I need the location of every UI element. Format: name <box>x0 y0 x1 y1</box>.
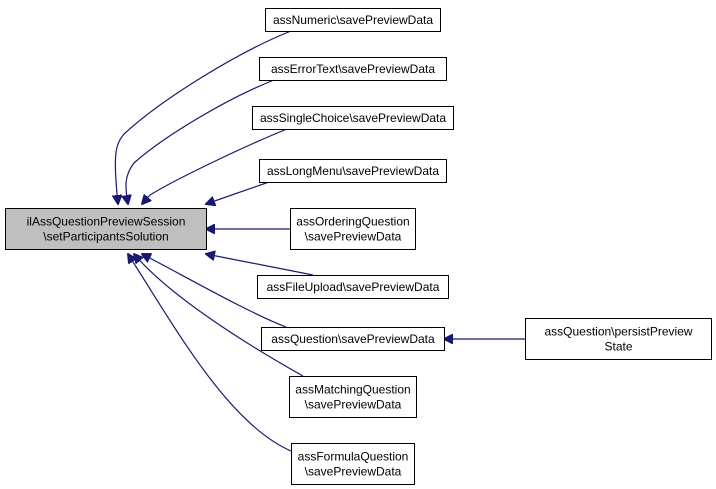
node-box <box>290 208 416 250</box>
node-box <box>261 327 445 351</box>
node-box <box>5 208 207 250</box>
node-label-line: assQuestion\persistPreview <box>544 325 692 339</box>
node-label-line: \savePreviewData <box>305 230 402 244</box>
edge-singlechoice-to-root <box>142 128 288 204</box>
node-label-line: assFileUpload\savePreviewData <box>267 280 440 294</box>
node-box <box>265 8 441 32</box>
node-box <box>289 376 417 418</box>
node-fileupload[interactable]: assFileUpload\savePreviewData <box>257 275 449 299</box>
edge-numeric-to-root <box>115 30 292 204</box>
node-label-line: assSingleChoice\savePreviewData <box>260 111 446 125</box>
node-box <box>257 275 449 299</box>
node-box <box>259 159 447 183</box>
node-box <box>291 443 415 485</box>
edge-errortext-to-root <box>126 79 275 204</box>
node-matching[interactable]: assMatchingQuestion\savePreviewData <box>289 376 417 418</box>
node-label-line: assNumeric\savePreviewData <box>273 13 433 27</box>
node-label-line: State <box>604 340 632 354</box>
node-longmenu[interactable]: assLongMenu\savePreviewData <box>259 159 447 183</box>
node-label-line: assOrderingQuestion <box>296 215 409 229</box>
node-label-line: ilAssQuestionPreviewSession <box>27 215 186 229</box>
node-ordering[interactable]: assOrderingQuestion\savePreviewData <box>290 208 416 250</box>
edge-longmenu-to-root <box>206 181 270 204</box>
node-singlechoice[interactable]: assSingleChoice\savePreviewData <box>252 106 454 130</box>
edge-question-to-root <box>142 254 287 328</box>
node-label-line: assQuestion\savePreviewData <box>271 332 435 346</box>
node-label-line: assLongMenu\savePreviewData <box>267 164 439 178</box>
node-label-line: assMatchingQuestion <box>295 383 410 397</box>
node-numeric[interactable]: assNumeric\savePreviewData <box>265 8 441 32</box>
edge-formula-to-root <box>128 254 292 452</box>
nodes-layer: ilAssQuestionPreviewSession\setParticipa… <box>5 8 712 485</box>
edge-matching-to-root <box>134 254 304 377</box>
edges-layer <box>115 30 525 452</box>
node-root[interactable]: ilAssQuestionPreviewSession\setParticipa… <box>5 208 207 250</box>
node-box <box>252 106 454 130</box>
node-formula[interactable]: assFormulaQuestion\savePreviewData <box>291 443 415 485</box>
node-box <box>525 318 712 360</box>
node-box <box>259 57 447 81</box>
node-label-line: \setParticipantsSolution <box>43 230 168 244</box>
node-label-line: \savePreviewData <box>305 398 402 412</box>
node-label-line: \savePreviewData <box>305 465 402 479</box>
node-question[interactable]: assQuestion\savePreviewData <box>261 327 445 351</box>
node-label-line: assErrorText\savePreviewData <box>271 62 435 76</box>
node-errortext[interactable]: assErrorText\savePreviewData <box>259 57 447 81</box>
edge-fileupload-to-root <box>206 254 314 276</box>
node-label-line: assFormulaQuestion <box>298 450 409 464</box>
